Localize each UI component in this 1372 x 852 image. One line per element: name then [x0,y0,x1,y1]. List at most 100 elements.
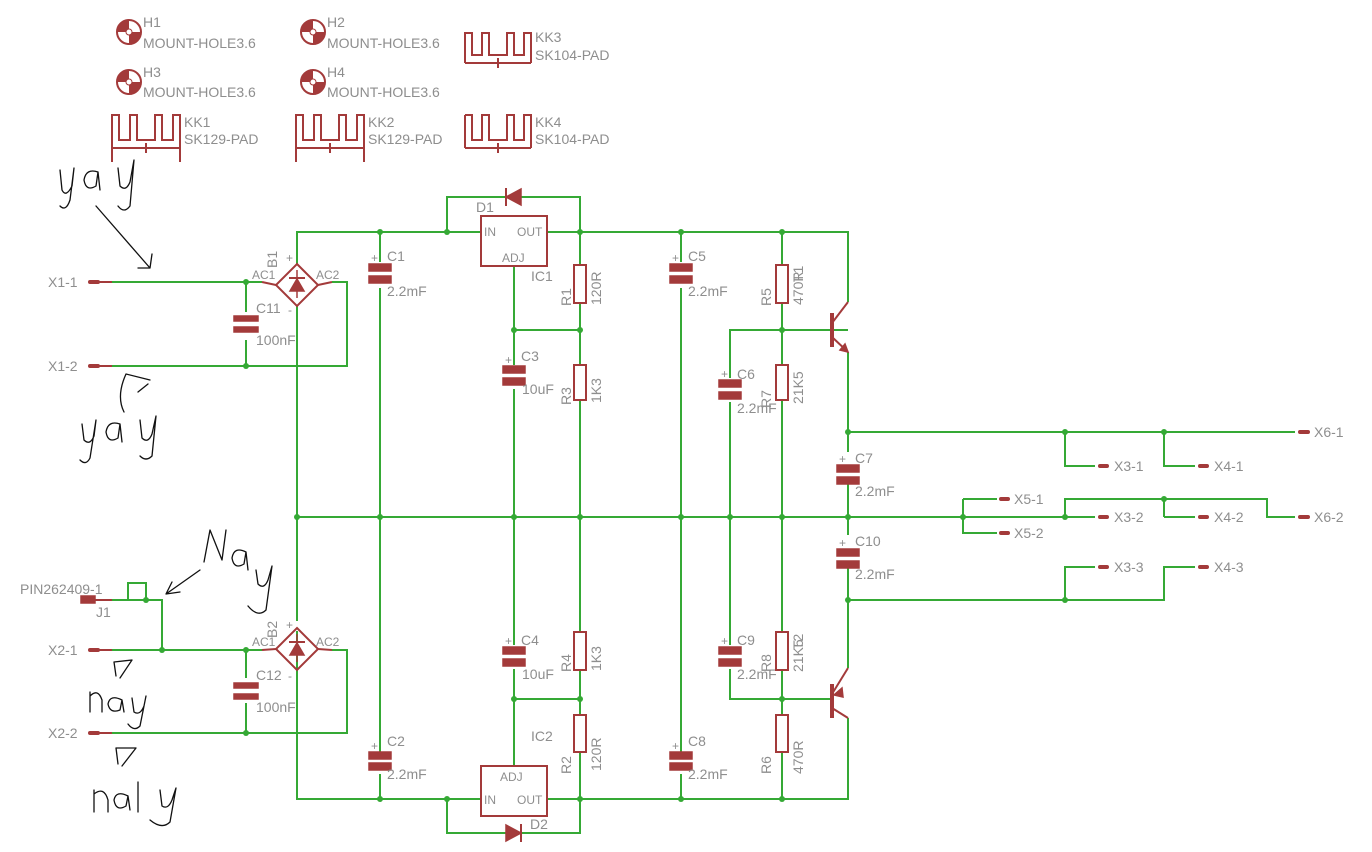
r8-ref: R8 [758,654,774,672]
j1-value: PIN262409-1 [20,581,103,597]
c3-value: 10uF [522,381,554,397]
bridge-b2: AC1 AC2 + - B2 [252,618,340,683]
x5-1-label: X5-1 [1014,491,1044,507]
b2-plus: + [286,618,293,632]
svg-text:+: + [839,536,846,550]
kk2-value: SK129-PAD [368,131,442,147]
c1-ref: C1 [387,248,405,264]
h3-value: MOUNT-HOLE3.6 [143,84,256,100]
handwritten-annotation-yay-bottom [79,373,157,464]
c5-ref: C5 [688,248,706,264]
r2-value: 120R [588,738,604,771]
heatsink-kk4: KK4 SK104-PAD [464,114,609,153]
h2-value: MOUNT-HOLE3.6 [327,35,440,51]
c7-value: 2.2mF [855,483,895,499]
r1-value: 120R [588,272,604,305]
svg-text:+: + [371,251,378,265]
b1-ac1: AC1 [252,268,276,282]
svg-text:+: + [371,739,378,753]
c8-ref: C8 [688,733,706,749]
b1-plus: + [286,251,293,265]
capacitor-c5: + C5 2.2mF [669,248,728,299]
mount-hole-h1: H1 MOUNT-HOLE3.6 [116,14,256,51]
b1-ac2: AC2 [316,268,340,282]
x4-1-label: X4-1 [1214,458,1244,474]
r3-value: 1K3 [588,378,604,403]
connectors: X1-1 X1-2 X2-1 X2-2 PIN262409-1 J1 X3-1 … [20,274,1344,741]
r7-ref: R7 [758,390,774,408]
transistor-t2: T2 [790,633,849,719]
x6-1-label: X6-1 [1314,424,1344,440]
d2-ref: D2 [530,816,548,832]
handwritten-annotation-nay-top [165,529,273,614]
handwritten-annotation-nay-mid [89,659,147,730]
x1-2-label: X1-2 [48,358,78,374]
kk2-ref: KK2 [368,114,395,130]
h3-ref: H3 [143,64,161,80]
kk4-ref: KK4 [535,114,562,130]
diode-d2: D2 [505,816,548,843]
svg-text:+: + [672,251,679,265]
heatsink-kk1: KK1 SK129-PAD [111,114,258,162]
diode-d1: D1 [476,187,522,215]
r4-ref: R4 [558,654,574,672]
b2-ac1: AC1 [252,635,276,649]
x2-2-label: X2-2 [48,725,78,741]
c4-value: 10uF [522,666,554,682]
junctions [143,229,1167,802]
ic1-adj: ADJ [502,251,525,265]
kk4-value: SK104-PAD [535,131,609,147]
transistor-t1: T1 [790,265,850,354]
ic2-in: IN [484,793,496,807]
r1-ref: R1 [558,288,574,306]
bridge-b1: AC1 AC2 + - B1 [252,251,340,317]
svg-text:+: + [672,739,679,753]
mount-hole-h2: H2 MOUNT-HOLE3.6 [300,14,440,51]
capacitor-c7: + C7 2.2mF [836,450,895,499]
c4-ref: C4 [521,632,539,648]
r4-value: 1K3 [588,646,604,671]
t1-ref: T1 [790,265,806,282]
c2-ref: C2 [387,733,405,749]
b2-minus: - [288,669,292,683]
svg-text:+: + [839,452,846,466]
heatsink-kk2: KK2 SK129-PAD [295,114,442,162]
x4-2-label: X4-2 [1214,509,1244,525]
d1-ref: D1 [476,199,494,215]
c12-value: 100nF [256,699,296,715]
ic1-ref: IC1 [531,268,553,284]
resistor-r1: R1 120R [558,264,604,306]
c2-value: 2.2mF [387,766,427,782]
resistor-r6: R6 470R [758,714,806,774]
c1-value: 2.2mF [387,283,427,299]
r5-value: 470R [790,272,806,305]
c9-value: 2.2mF [737,666,777,682]
capacitor-c6: + C6 2.2mF [718,366,777,416]
resistor-r2: R2 120R [558,714,604,774]
regulator-ic2: ADJ IN OUT IC2 [480,728,553,817]
b1-minus: - [288,303,292,317]
kk1-ref: KK1 [184,114,211,130]
capacitor-c4: + C4 10uF [502,632,554,682]
resistor-r8: R8 21K5 [758,631,806,672]
c3-ref: C3 [521,348,539,364]
c7-ref: C7 [855,450,873,466]
r5-ref: R5 [758,288,774,306]
x1-1-label: X1-1 [48,274,78,290]
c9-ref: C9 [737,632,755,648]
x3-2-label: X3-2 [1114,509,1144,525]
svg-text:+: + [505,353,512,367]
h4-value: MOUNT-HOLE3.6 [327,84,440,100]
x6-2-label: X6-2 [1314,509,1344,525]
ic2-adj: ADJ [500,770,523,784]
c6-value: 2.2mF [737,400,777,416]
h1-ref: H1 [143,14,161,30]
c10-value: 2.2mF [855,566,895,582]
capacitor-c10: + C10 2.2mF [836,533,895,582]
handwritten-annotation-yay-top [59,159,153,269]
x3-1-label: X3-1 [1114,458,1144,474]
svg-text:+: + [721,367,728,381]
resistor-r4: R4 1K3 [558,631,604,672]
c8-value: 2.2mF [688,766,728,782]
